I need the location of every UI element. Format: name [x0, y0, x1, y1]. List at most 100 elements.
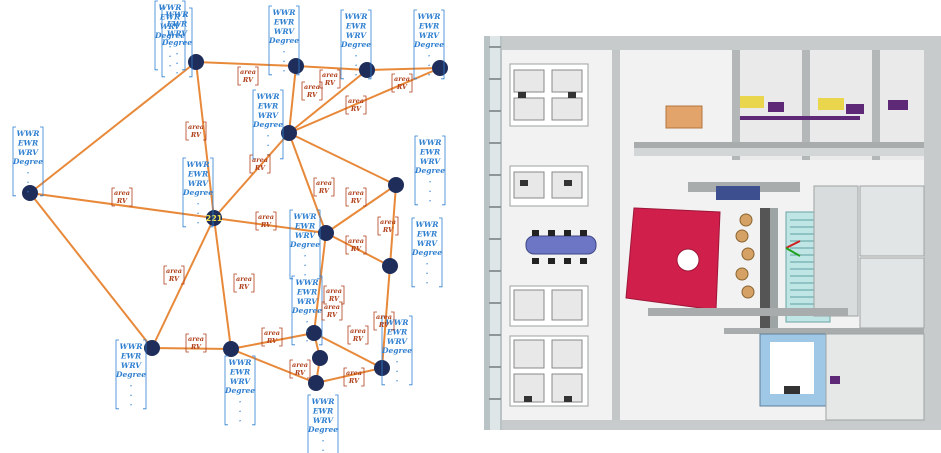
node-attribute-line: WRV: [417, 239, 438, 248]
node-attribute-line: .: [130, 398, 133, 407]
node-attribute-line: Degree: [252, 120, 283, 129]
graph-edge: [288, 65, 297, 134]
edge-attribute-line: RV: [168, 275, 180, 283]
edge-attribute-line: RV: [352, 335, 364, 343]
graph-labels: WWREWRWRVDegree...WWREWRWRVDegree...WWRE…: [12, 0, 446, 453]
lower-corridor-wall: [648, 308, 848, 316]
graph-edge: [315, 367, 383, 384]
node-attribute-line: Degree: [224, 386, 255, 395]
node-attribute-line: .: [283, 64, 286, 73]
node-attribute-line: WWR: [16, 129, 39, 138]
node-attribute-label: WWREWRWRVDegree...: [268, 5, 300, 76]
node-attribute-line: .: [426, 267, 429, 276]
node-attribute-line: .: [396, 374, 399, 383]
node-attribute-label: WWREWRWRVDegree...: [154, 0, 186, 71]
node-attribute-line: .: [426, 276, 429, 285]
node-attribute-label: WWREWRWRVDegree...: [381, 315, 413, 386]
top-wall: [502, 36, 941, 50]
node-attribute-line: WWR: [158, 3, 181, 12]
node-attribute-line: .: [130, 380, 133, 389]
node-attribute-line: EWR: [296, 287, 317, 296]
node-attribute-line: WWR: [417, 12, 440, 21]
edge-attribute-line: RV: [306, 91, 318, 99]
lower-right-room: [825, 333, 925, 421]
graph-edge: [230, 348, 317, 384]
node-attribute-label: WWREWRWRVDegree...: [252, 89, 284, 160]
node-attribute-line: .: [283, 46, 286, 55]
node-attribute-line: WWR: [186, 160, 209, 169]
node-attribute-label: WWREWRWRVDegree...: [289, 209, 321, 280]
right-wall: [924, 50, 941, 420]
graph-node: [432, 60, 448, 76]
node-attribute-label: WWREWRWRVDegree...: [340, 9, 372, 80]
edge-attribute-line: RV: [116, 197, 128, 205]
edge-attribute-line: RV: [378, 321, 390, 329]
edge-attribute-line: area: [346, 369, 362, 377]
node-attribute-line: .: [283, 55, 286, 64]
conference-chairs: [532, 230, 587, 264]
workstation-cluster-lower: [509, 285, 589, 407]
node-attribute-line: WRV: [387, 337, 408, 346]
round-seats: [735, 213, 755, 299]
node-attribute-line: WRV: [121, 361, 142, 370]
node-attribute-line: WWR: [344, 12, 367, 21]
graph-edge: [295, 65, 368, 71]
node-attribute-line: Degree: [381, 346, 412, 355]
graph-node: [359, 62, 375, 78]
edge-attribute-line: area: [292, 361, 308, 369]
edge-attribute-line: RV: [242, 76, 254, 84]
graph-node: [188, 54, 204, 70]
left-window-column: [490, 36, 500, 430]
graph-node: [223, 341, 239, 357]
node-attribute-line: WWR: [165, 10, 188, 19]
graph-edge: [288, 132, 397, 186]
corridor-wall-shadow: [634, 148, 924, 156]
orange-table: [665, 105, 703, 129]
node-attribute-line: WWR: [293, 212, 316, 221]
core-partition: [612, 50, 620, 420]
node-attribute-line: WRV: [258, 111, 279, 120]
node-attribute-line: WWR: [256, 92, 279, 101]
edge-attribute-line: area: [264, 329, 280, 337]
node-attribute-line: WRV: [297, 297, 318, 306]
reception-area: [688, 182, 800, 328]
edge-attribute-line: area: [240, 68, 256, 76]
graph-node: [306, 325, 322, 341]
node-attribute-line: .: [239, 405, 242, 414]
node-attribute-line: Degree: [154, 31, 185, 40]
node-attribute-line: Degree: [307, 425, 338, 434]
graph-edge: [325, 184, 397, 234]
node-attribute-line: .: [27, 176, 30, 185]
edge-attribute-line: RV: [350, 105, 362, 113]
node-attribute-line: Degree: [182, 188, 213, 197]
node-attribute-line: WWR: [415, 220, 438, 229]
node-attribute-label: WWREWRWRVDegree...: [414, 135, 446, 206]
edge-attribute-line: area: [348, 237, 364, 245]
edge-attribute-line: area: [326, 287, 342, 295]
node-attribute-line: WWR: [119, 342, 142, 351]
graph-edge: [195, 61, 297, 67]
graph-node: [22, 185, 38, 201]
node-attribute-line: WWR: [418, 138, 441, 147]
node-attribute-line: EWR: [187, 169, 208, 178]
node-attribute-line: EWR: [229, 367, 250, 376]
node-attribute-line: Degree: [414, 166, 445, 175]
building-floor-model: [484, 36, 941, 430]
graph-node: [308, 375, 324, 391]
node-attribute-line: .: [306, 325, 309, 334]
node-attribute-line: .: [176, 57, 179, 66]
graph-edge: [381, 265, 391, 369]
node-attribute-line: .: [355, 68, 358, 77]
